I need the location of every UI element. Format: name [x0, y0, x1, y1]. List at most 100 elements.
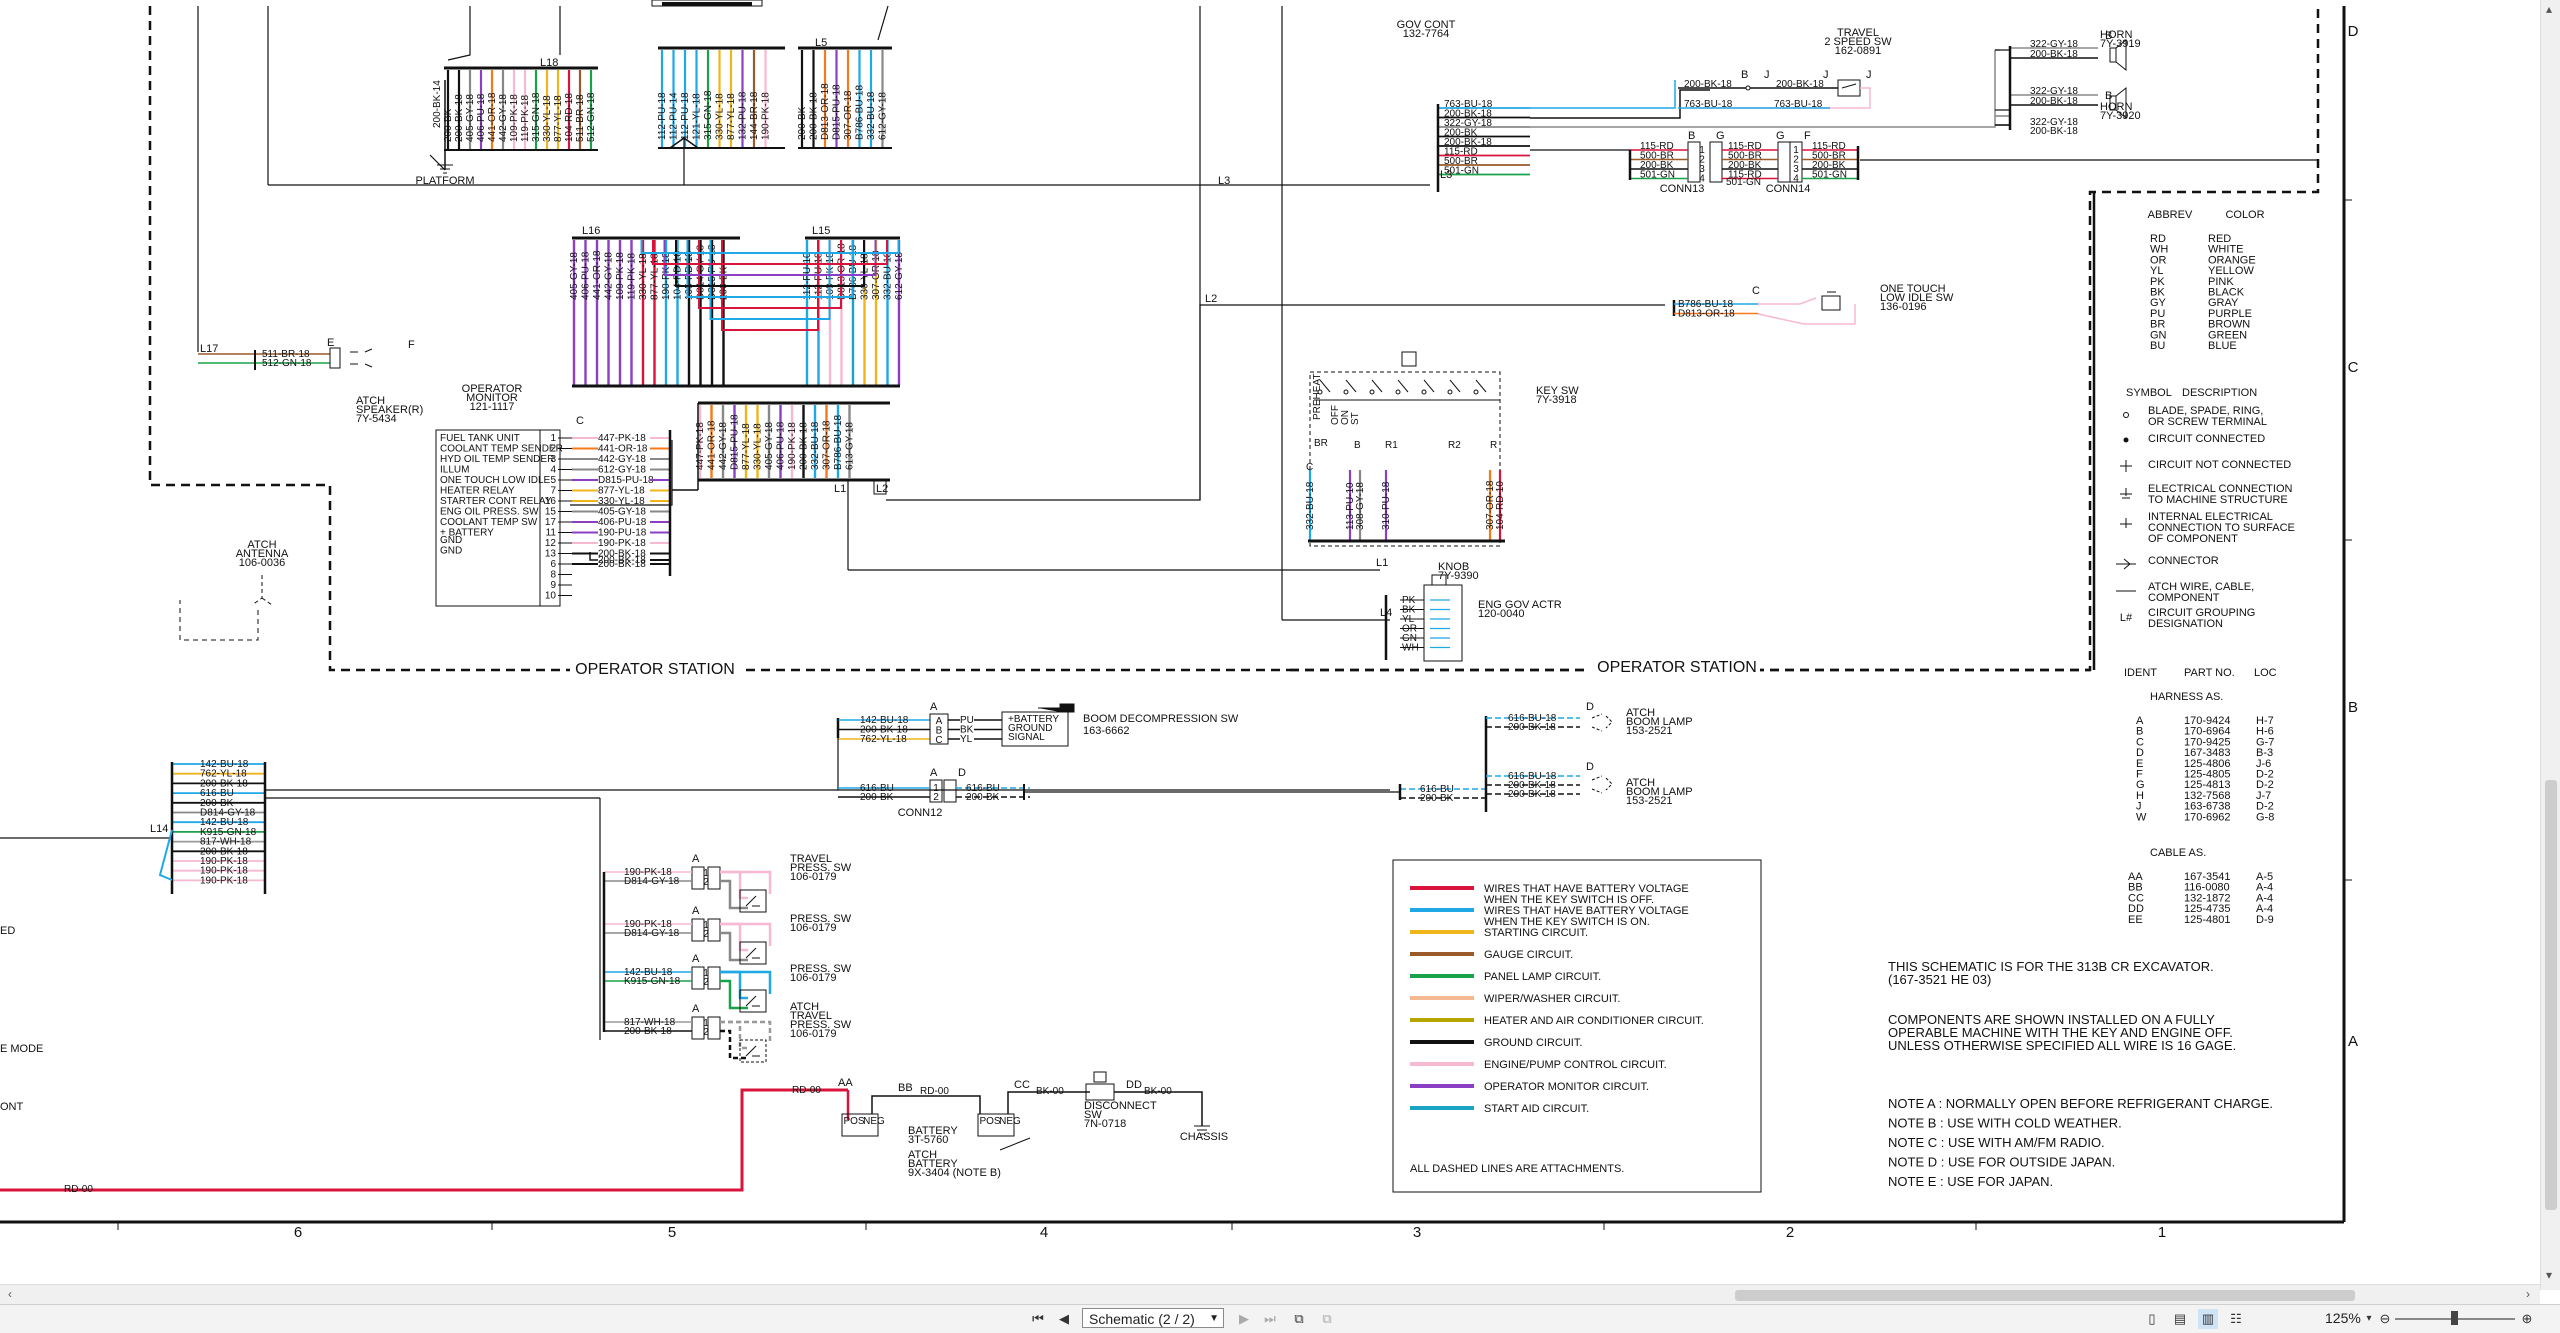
zoom-out-icon[interactable]: ⊖ [2379, 1311, 2391, 1326]
press-switch-label: 106-0179 [790, 871, 837, 883]
boom-decomp-label: BOOM DECOMPRESSION SW [1083, 713, 1239, 725]
zoom-slider-handle[interactable] [2451, 1311, 2458, 1325]
last-page-icon[interactable]: ⏭ [1264, 1311, 1276, 1326]
next-page-icon[interactable]: ▶ [1239, 1311, 1249, 1326]
wire-code: 200-BK-18 [598, 549, 646, 560]
legend-label: WIPER/WASHER CIRCUIT. [1484, 993, 1621, 1005]
first-page-icon[interactable]: ⏮ [1032, 1311, 1044, 1326]
wire-path [570, 440, 673, 506]
boom-lamp-icon [1591, 775, 1613, 794]
monitor-pin: 13 [545, 549, 557, 560]
scroll-right-icon[interactable]: › [2526, 1287, 2530, 1301]
wire-code: 200-BK-18 [1776, 79, 1824, 90]
two-page-view-icon[interactable]: ▥ [2198, 1309, 2218, 1329]
press-switch-symbol [745, 895, 760, 907]
wire-code: 200-BK-18 [2030, 49, 2078, 60]
press-switch-icon [739, 941, 767, 965]
note-item: NOTE B : USE WITH COLD WEATHER. [1888, 1116, 2122, 1131]
conn14-right [1789, 141, 1803, 183]
wire-path [1530, 89, 1710, 119]
zoom-in-icon[interactable]: ⊕ [2521, 1311, 2533, 1326]
wire-code: 500-BR [1640, 151, 1674, 162]
symbol-desc: CIRCUIT NOT CONNECTED [2148, 459, 2291, 471]
abbrev-code: PU [2150, 308, 2165, 320]
abbrev-color: GREEN [2208, 329, 2247, 341]
monitor-row-label: ENG OIL PRESS. SW [440, 507, 539, 518]
wire-code: 115-RD [1640, 141, 1674, 152]
connector-letter: A [930, 767, 938, 779]
conn-pin: 2 [703, 929, 709, 940]
previous-page-icon[interactable]: ◀ [1059, 1311, 1069, 1326]
scroll-left-icon[interactable]: ‹ [8, 1287, 12, 1301]
abbrev-code: GY [2150, 297, 2167, 309]
conn13-label: CONN13 [1660, 183, 1705, 195]
connector-letter: J [1764, 69, 1770, 81]
continuous-view-icon[interactable]: ▤ [2173, 1311, 2187, 1326]
wire-code: 406-PU-18 [598, 517, 647, 528]
page-select[interactable]: Schematic (2 / 2)▼ [1082, 1308, 1224, 1328]
continuous-two-page-icon[interactable]: ☷ [2230, 1311, 2242, 1326]
operator-monitor-label: OPERATOR [462, 383, 523, 395]
press-wire [720, 1020, 748, 1050]
wire-code: 190-PK-18 [761, 92, 772, 140]
symbol-desc: BLADE, SPADE, RING, [2148, 405, 2263, 417]
wire-code: 200-BK [443, 108, 454, 142]
scroll-down-icon[interactable]: ▾ [2546, 1268, 2553, 1282]
press-switch-label: 106-0179 [790, 922, 837, 934]
wire-code: 200-BK [719, 266, 730, 300]
monitor-row-label: FUEL TANK UNIT [440, 433, 520, 444]
horizontal-scroll-thumb[interactable] [1735, 1290, 2355, 1301]
bd-pin: A [936, 716, 943, 727]
horizontal-scrollbar[interactable]: ‹ › [0, 1284, 2540, 1305]
wire-code: 441-OR-18 [592, 250, 603, 300]
key-terminal [1421, 389, 1427, 395]
grid-column-label: 2 [1786, 1224, 1794, 1241]
operator-station-border-top [1290, 6, 2320, 672]
circuit-label: L15 [812, 225, 830, 237]
wire-code: 200-BK [1812, 160, 1846, 171]
zoom-dropdown-icon[interactable]: ▾ [2366, 1313, 2372, 1324]
key-terminal [1395, 389, 1401, 395]
conn-pin: 2 [933, 792, 939, 803]
wire-line [877, 5, 889, 41]
cable-loc: A-5 [2256, 871, 2273, 883]
connector-letter: A [692, 1003, 700, 1015]
key-label: B [1354, 440, 1361, 451]
components-shown-note: UNLESS OTHERWISE SPECIFIED ALL WIRE IS 1… [1888, 1038, 2236, 1053]
zoom-level[interactable]: 125% [2325, 1310, 2361, 1326]
vertical-scroll-thumb[interactable] [2545, 780, 2557, 1210]
key-terminal [1447, 389, 1453, 395]
components-shown-note: OPERABLE MACHINE WITH THE KEY AND ENGINE… [1888, 1025, 2233, 1040]
cable-loc: A-4 [2256, 882, 2273, 894]
wire-code: BK-00 [1144, 1086, 1172, 1097]
monitor-row-label: COOLANT TEMP SW [440, 517, 538, 528]
label-bg [1590, 658, 1760, 680]
harness-part: 170-6962 [2184, 811, 2231, 823]
previous-view-icon[interactable]: ⧉ [1294, 1311, 1304, 1326]
horn2-label: 7Y-3920 [2100, 110, 2141, 122]
press-switch-symbol [745, 995, 760, 1007]
next-view-icon[interactable]: ⧉ [1322, 1311, 1332, 1326]
platform-label: PLATFORM [415, 175, 474, 187]
monitor-row-label: ILLUM [440, 465, 469, 476]
legend-footer: ALL DASHED LINES ARE ATTACHMENTS. [1410, 1163, 1624, 1175]
wire-code: 612-GY-18 [894, 252, 905, 300]
vertical-scrollbar[interactable]: ▴ ▾ [2540, 0, 2560, 1290]
single-page-view-icon[interactable]: ▯ [2148, 1311, 2156, 1326]
wire-code: 332-BU-18 [866, 91, 877, 140]
monitor-row-label: STARTER CONT RELAY [440, 496, 552, 507]
monitor-row-label: COOLANT TEMP SENDER [440, 444, 563, 455]
scroll-up-icon[interactable]: ▴ [2546, 2, 2553, 16]
wire-code: D815-PU-18 [598, 475, 654, 486]
wire-code: 322-GY-18 [1444, 118, 1492, 129]
connector-letter: AA [838, 1077, 853, 1089]
wire-path [447, 6, 471, 61]
symbol-desc: CIRCUIT CONNECTED [2148, 433, 2265, 445]
abbrev-code: YL [2150, 265, 2163, 277]
wire-code: 200-BK [1640, 160, 1674, 171]
wire-code: B786-BU-18 [1678, 299, 1733, 310]
abbrev-color: GRAY [2208, 297, 2239, 309]
battery-label: 3T-5760 [908, 1134, 948, 1146]
